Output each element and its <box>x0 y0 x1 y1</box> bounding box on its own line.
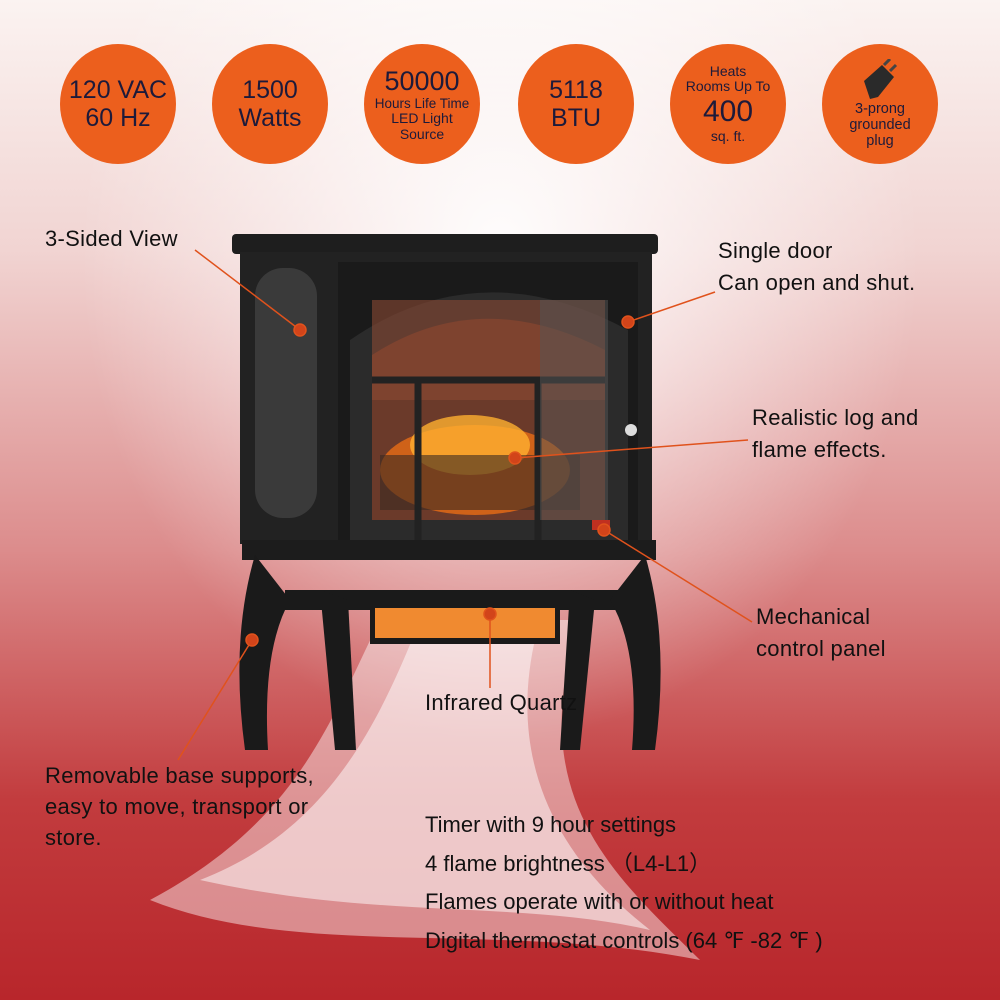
badge-line: Heats <box>709 62 747 79</box>
badge-line: 400 <box>702 95 754 129</box>
callout-door: Single door Can open and shut. <box>718 235 915 299</box>
badge-line: 120 VAC <box>68 76 168 104</box>
feature-item: Digital thermostat controls (64 ℉ -82 ℉ … <box>425 927 823 953</box>
badge-line: Hours Life Time <box>374 95 470 111</box>
feature-item: Timer with 9 hour settings <box>425 812 677 837</box>
badge-line: 60 Hz <box>85 104 151 132</box>
spec-badge-voltage: 120 VAC 60 Hz <box>60 44 176 164</box>
feature-item: Flames operate with or without heat <box>425 889 774 914</box>
badge-line: 50000 <box>384 65 460 96</box>
spec-badge-coverage: Heats Rooms Up To 400 sq. ft. <box>670 44 786 164</box>
badge-line: Watts <box>238 104 302 132</box>
callout-flame-effects: Realistic log and flame effects. <box>752 402 919 466</box>
feature-item: 4 flame brightness （L4-L1） <box>425 850 712 876</box>
callout-line: Can open and shut. <box>718 270 916 295</box>
callout-line: Removable base supports, <box>45 763 314 788</box>
spec-badge-btu: 5118 BTU <box>518 44 634 164</box>
badge-line: 1500 <box>242 76 298 104</box>
badge-line: Rooms Up To <box>685 78 771 95</box>
spec-badge-plug: 3-prong grounded plug <box>822 44 938 164</box>
callout-line: Single door <box>718 238 833 263</box>
feature-list: Timer with 9 hour settings 4 flame brigh… <box>425 806 823 960</box>
badge-line: BTU <box>551 104 601 132</box>
callout-infrared-quartz: Infrared Quartz <box>425 690 578 715</box>
callout-line: Realistic log and <box>752 405 919 430</box>
badge-line: 3-prong <box>855 100 905 117</box>
callout-line: control panel <box>756 636 886 661</box>
badge-line: plug <box>866 133 894 150</box>
callout-control-panel: Mechanical control panel <box>756 601 886 665</box>
badge-line: LED Light <box>391 110 453 126</box>
callout-three-sided-view: 3-Sided View <box>45 226 178 251</box>
badge-line: grounded <box>849 116 911 133</box>
plug-icon <box>864 58 898 99</box>
badge-line: 5118 <box>549 76 603 104</box>
spec-badge-wattage: 1500 Watts <box>212 44 328 164</box>
callout-base-supports: Removable base supports, easy to move, t… <box>45 760 314 853</box>
callout-line: Mechanical <box>756 604 871 629</box>
badge-line: Source <box>399 125 445 142</box>
callout-line: store. <box>45 825 102 850</box>
badge-line: sq. ft. <box>710 127 746 144</box>
spec-badge-led-life: 50000 Hours Life Time LED Light Source <box>364 44 480 164</box>
callout-line: easy to move, transport or <box>45 794 309 819</box>
callout-line: flame effects. <box>752 437 887 462</box>
